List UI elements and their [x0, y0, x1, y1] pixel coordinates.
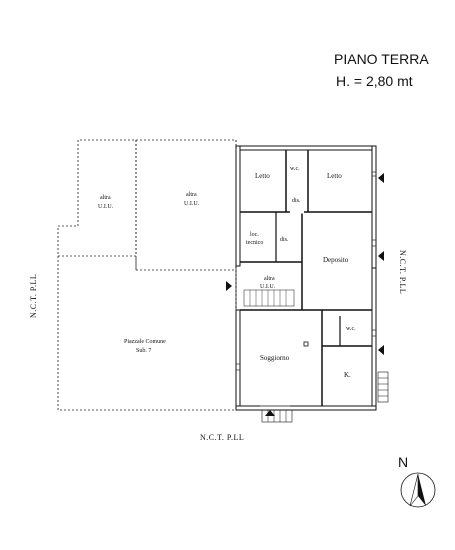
- compass-needle-left: [409, 473, 419, 507]
- compass-needle-right: [418, 474, 426, 506]
- stair-hatch: [243, 289, 295, 307]
- room-letto-right: Letto: [327, 172, 342, 180]
- compass-label: N: [398, 454, 408, 470]
- room-dis-top: dis.: [292, 198, 301, 204]
- right-steps: [377, 371, 389, 403]
- altra-left-line1: altra: [100, 195, 111, 201]
- outside-boundaries: [57, 139, 237, 411]
- plan-height: H. = 2,80 mt: [336, 73, 413, 89]
- arrow-right-1: [378, 173, 384, 183]
- room-dis-mid: dis.: [280, 237, 289, 243]
- room-altra-center-1: altra: [264, 276, 275, 282]
- nct-bottom-label: N.C.T. P.LL: [200, 433, 244, 442]
- piazzale-line2: Sub. 7: [136, 348, 151, 354]
- nct-right-label: N.C.T. P.LL: [398, 250, 407, 294]
- arrow-left: [226, 281, 232, 291]
- room-letto-left: Letto: [255, 172, 270, 180]
- room-wc-bottom: w.c.: [346, 326, 356, 332]
- nct-left-label: N.C.T. P.LL: [29, 274, 38, 318]
- compass-circle: [400, 472, 436, 508]
- north-compass: N: [398, 454, 436, 508]
- arrow-bottom: [265, 410, 275, 416]
- column-marker: [303, 341, 309, 347]
- room-altra-center-2: U.I.U.: [260, 284, 276, 290]
- room-kitchen: K.: [344, 371, 351, 379]
- piazzale-line1: Piazzale Comune: [124, 339, 166, 345]
- building-walls: [235, 145, 377, 411]
- altra-mid-line1: altra: [186, 192, 197, 198]
- room-loc-tecnico-2: tecnico: [246, 240, 263, 246]
- altra-left-line2: U.I.U.: [98, 204, 114, 210]
- room-soggiorno: Soggiorno: [260, 354, 290, 362]
- room-wc-top: w.c.: [290, 166, 300, 172]
- window-marks: [236, 171, 376, 371]
- altra-mid-line2: U.I.U.: [184, 201, 200, 207]
- arrow-right-3: [378, 345, 384, 355]
- room-deposito: Deposito: [323, 256, 349, 264]
- entrance-arrows: [226, 173, 384, 416]
- door-openings: [235, 210, 304, 409]
- room-loc-tecnico-1: loc.: [250, 232, 259, 238]
- arrow-right-2: [378, 251, 384, 261]
- plan-title: PIANO TERRA: [334, 51, 429, 67]
